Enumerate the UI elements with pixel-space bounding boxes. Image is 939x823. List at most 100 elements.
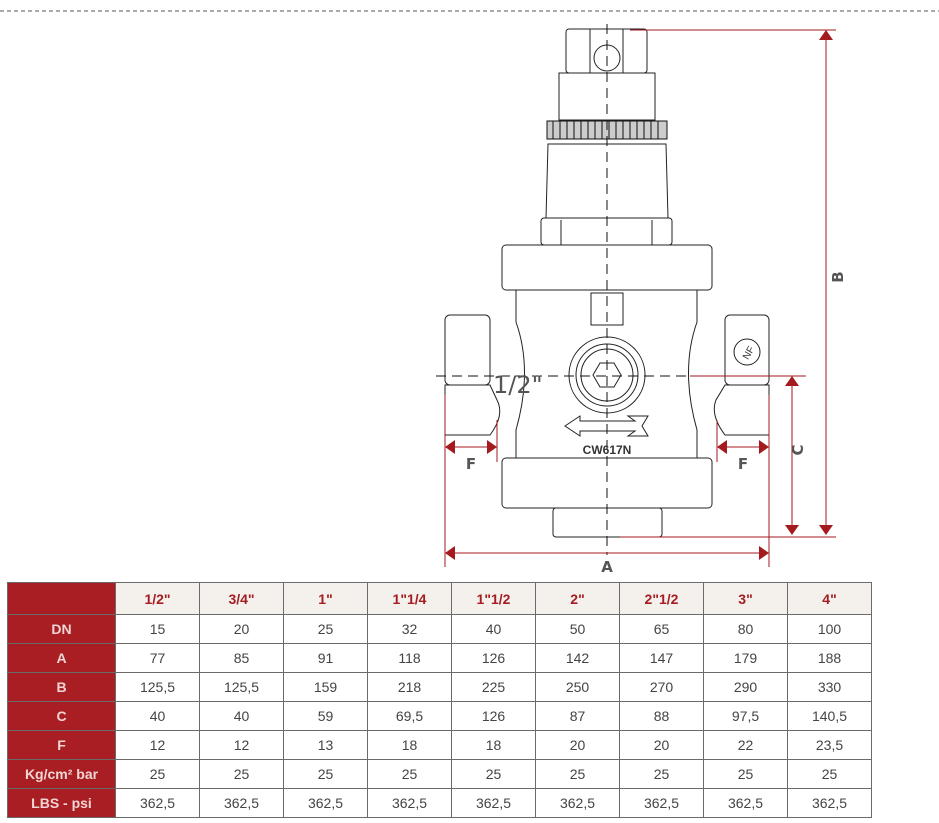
table-cell: 125,5 [115,672,200,702]
table-cell: 77 [115,643,200,673]
table-cell: 188 [787,643,872,673]
table-cell: 126 [451,701,536,731]
column-header: 2"1/2 [619,582,704,615]
table-cell: 118 [367,643,452,673]
column-header: 1"1/2 [451,582,536,615]
table-cell: 23,5 [787,730,872,760]
row-header: Kg/cm² bar [7,759,116,789]
row-header: A [7,643,116,673]
table-cell: 18 [451,730,536,760]
table-cell: 25 [703,759,788,789]
table-cell: 40 [199,701,284,731]
table-cell: 142 [535,643,620,673]
table-cell: 362,5 [367,788,452,818]
dimension-label-a: A [601,558,613,576]
dimension-label-f-right: F [738,455,748,473]
table-cell: 20 [535,730,620,760]
table-cell: 59 [283,701,368,731]
table-cell: 40 [451,614,536,644]
row-header: DN [7,614,116,644]
table-cell: 25 [367,759,452,789]
dimension-label-b: B [829,271,847,282]
table-cell: 40 [115,701,200,731]
table-cell: 25 [283,614,368,644]
table-cell: 270 [619,672,704,702]
row-header: B [7,672,116,702]
table-cell: 159 [283,672,368,702]
dimension-label-f-left: F [466,455,476,473]
column-header: 1"1/4 [367,582,452,615]
dimension-lines [444,29,836,567]
table-cell: 13 [283,730,368,760]
row-header: C [7,701,116,731]
center-lines [436,24,800,555]
table-cell: 12 [199,730,284,760]
table-cell: 25 [619,759,704,789]
table-cell: 362,5 [451,788,536,818]
table-cell: 140,5 [787,701,872,731]
table-cell: 32 [367,614,452,644]
table-cell: 65 [619,614,704,644]
table-cell: 100 [787,614,872,644]
table-cell: 179 [703,643,788,673]
table-cell: 69,5 [367,701,452,731]
table-cell: 362,5 [199,788,284,818]
table-cell: 362,5 [115,788,200,818]
table-corner [7,582,116,615]
table-cell: 80 [703,614,788,644]
dimensions-table: 1/2" 3/4" 1" 1"1/4 1"1/2 2" 2"1/2 3" 4" … [7,582,872,818]
table-cell: 91 [283,643,368,673]
table-cell: 15 [115,614,200,644]
table-cell: 25 [199,759,284,789]
table-cell: 12 [115,730,200,760]
table-cell: 362,5 [535,788,620,818]
table-cell: 290 [703,672,788,702]
column-header: 3" [703,582,788,615]
valve-technical-drawing: 1/2" CW617N NF A B C F F [0,10,939,576]
table-cell: 87 [535,701,620,731]
material-marking: CW617N [583,443,632,457]
table-cell: 25 [535,759,620,789]
table-cell: 218 [367,672,452,702]
dimension-label-c: C [789,444,807,455]
table-cell: 147 [619,643,704,673]
size-marking: 1/2" [493,371,543,399]
table-cell: 225 [451,672,536,702]
table-cell: 25 [451,759,536,789]
row-header: F [7,730,116,760]
column-header: 2" [535,582,620,615]
table-cell: 97,5 [703,701,788,731]
column-header: 1/2" [115,582,200,615]
table-cell: 362,5 [283,788,368,818]
column-header: 3/4" [199,582,284,615]
row-header: LBS - psi [7,788,116,818]
table-cell: 362,5 [703,788,788,818]
table-cell: 330 [787,672,872,702]
table-cell: 25 [115,759,200,789]
table-cell: 125,5 [199,672,284,702]
column-header: 1" [283,582,368,615]
table-cell: 126 [451,643,536,673]
valve-body [444,28,770,538]
table-cell: 22 [703,730,788,760]
table-cell: 85 [199,643,284,673]
column-header: 4" [787,582,872,615]
table-cell: 25 [787,759,872,789]
table-cell: 25 [283,759,368,789]
table-cell: 18 [367,730,452,760]
table-cell: 88 [619,701,704,731]
table-cell: 50 [535,614,620,644]
table-cell: 20 [199,614,284,644]
table-header-row: 1/2" 3/4" 1" 1"1/4 1"1/2 2" 2"1/2 3" 4" [7,582,872,615]
table-cell: 250 [535,672,620,702]
table-cell: 362,5 [619,788,704,818]
table-cell: 20 [619,730,704,760]
table-cell: 362,5 [787,788,872,818]
